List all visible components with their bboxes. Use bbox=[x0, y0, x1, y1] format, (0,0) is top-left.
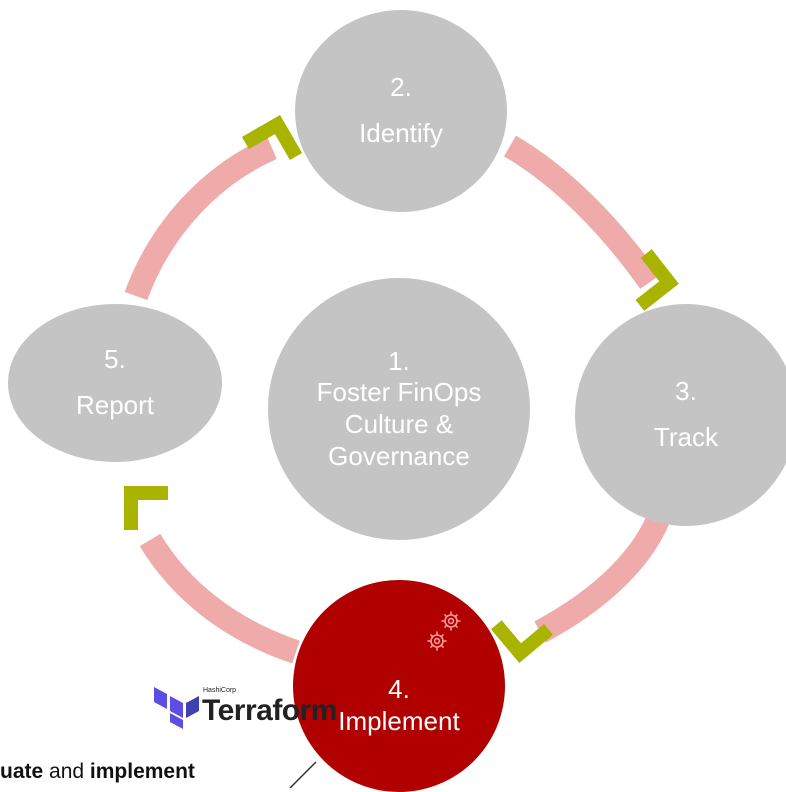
arc-implement-to-report bbox=[139, 533, 300, 664]
caption-bold-2: implement bbox=[89, 760, 195, 783]
node-number: 2. bbox=[390, 72, 412, 103]
node-report: 5. Report bbox=[8, 304, 222, 462]
callout-line bbox=[289, 761, 317, 788]
node-label-line: Report bbox=[75, 390, 155, 420]
node-label-line: Track bbox=[653, 422, 719, 452]
arc-track-to-implement bbox=[534, 498, 676, 643]
arrow-into-identify bbox=[241, 114, 303, 161]
arrow-into-track bbox=[635, 249, 679, 311]
caption-connector: and bbox=[43, 760, 90, 783]
gears-icon bbox=[427, 611, 461, 651]
node-implement: 4. Implement bbox=[293, 580, 505, 792]
node-label-line: Culture & bbox=[344, 409, 454, 439]
node-number: 1. bbox=[388, 345, 410, 376]
logo-vendor-text: HashiCorp bbox=[203, 687, 237, 694]
node-label-line: Governance bbox=[328, 440, 470, 471]
node-label-line: Foster FinOps bbox=[316, 377, 482, 408]
node-label-line: Implement bbox=[338, 706, 460, 736]
node-identify: 2. Identify bbox=[295, 10, 507, 212]
arrow-into-report bbox=[124, 486, 168, 530]
arc-report-to-identify bbox=[124, 137, 277, 301]
node-foster-finops: 1. Foster FinOps Culture & Governance bbox=[268, 278, 530, 540]
caption-text: uate and implement bbox=[0, 760, 195, 784]
node-number: 5. bbox=[104, 344, 126, 375]
node-label-line: Identify bbox=[359, 118, 443, 148]
node-track: 3. Track bbox=[575, 304, 786, 526]
caption-bold-1: uate bbox=[0, 760, 44, 783]
terraform-logo bbox=[154, 687, 199, 729]
logo-product-text: Terraform bbox=[202, 694, 337, 727]
arc-identify-to-track bbox=[503, 135, 660, 289]
node-number: 3. bbox=[675, 376, 697, 407]
arrow-into-implement bbox=[491, 620, 553, 663]
node-number: 4. bbox=[388, 674, 410, 705]
